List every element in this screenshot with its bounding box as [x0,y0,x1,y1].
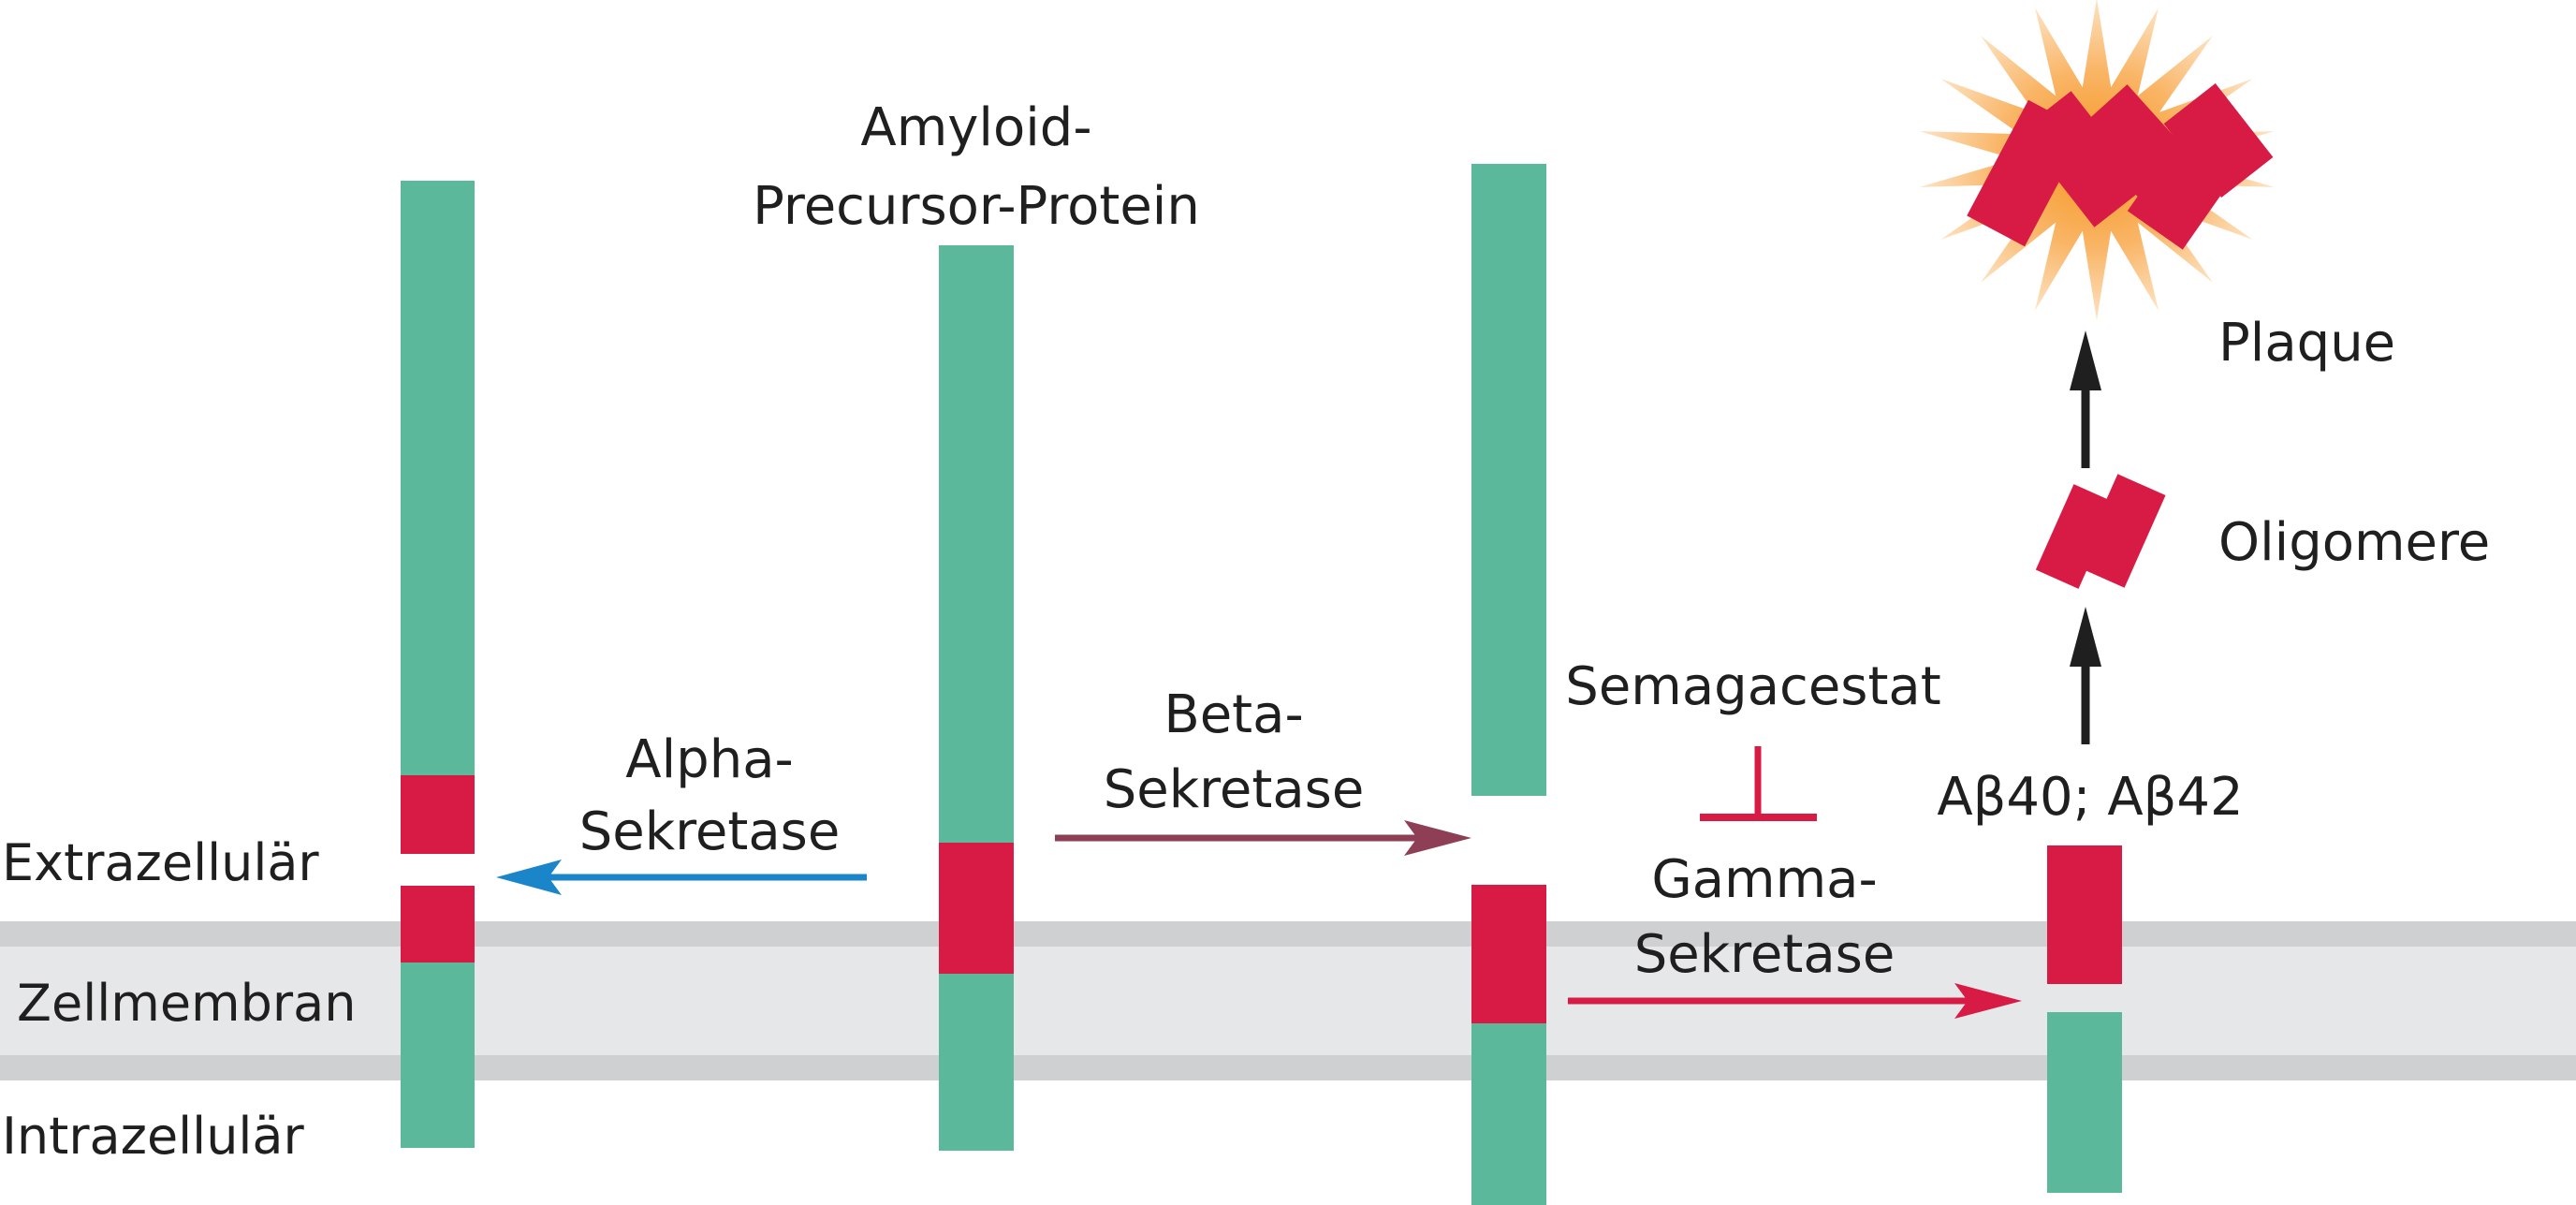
oligomer-block [2076,474,2166,588]
protein-segment [1471,1023,1546,1205]
extracellular-label: Extrazellulär [2,833,319,892]
arrow-head [496,860,562,895]
semagacestat-label: Semagacestat [1565,656,1940,717]
membrane-outer-edge [0,921,2576,947]
oligomers-label: Oligomere [2218,512,2490,573]
protein-segment [401,181,475,775]
protein-segment [939,245,1014,843]
arrow-head [1954,983,2022,1019]
beta-secretase-line1: Beta- [1164,684,1303,745]
protein-segment [939,974,1014,1151]
abeta-domain-segment [939,843,1014,974]
beta-cleaved-protein [1471,164,1546,1205]
protein-segment [401,963,475,1148]
arrow-head [2070,331,2101,390]
abeta-domain-segment [1471,885,1546,1023]
alpha-secretase-arrow [496,860,867,895]
plaque-block [2163,83,2274,198]
beta-secretase-arrow [1055,820,1471,856]
inhibition-symbol [1700,746,1817,821]
aggregation-arrow-to-oligomers [2070,607,2101,744]
plaque-label: Plaque [2218,313,2395,374]
alpha-secretase-line1: Alpha- [625,729,793,790]
abeta-fragment-segment [401,886,475,963]
beta-secretase-line2: Sekretase [1104,759,1365,820]
intracellular-label: Intrazellulär [2,1107,305,1166]
gamma-cleaved-protein [2047,845,2122,1193]
protein-segment [2047,1012,2122,1193]
plaque-burst [1919,0,2275,320]
oligomer-shape [2035,474,2166,589]
gamma-secretase-arrow [1568,983,2022,1019]
abeta-label: Aβ40; Aβ42 [1937,767,2243,828]
gamma-secretase-line2: Sekretase [1634,924,1895,985]
aggregation-arrow-to-plaque [2070,331,2101,468]
arrow-head [2070,607,2101,667]
gamma-secretase-line1: Gamma- [1651,849,1877,910]
oligomer-block [2035,484,2117,589]
abeta-fragment-segment [401,775,475,854]
app-title-line1: Amyloid- [860,97,1091,158]
abeta-peptide [2047,845,2122,984]
cell-membrane [0,921,2576,1080]
plaque-block [2019,91,2146,228]
alpha-secretase-line2: Sekretase [579,801,841,862]
amyloid-precursor-protein [939,245,1014,1151]
membrane-label: Zellmembran [17,974,356,1033]
app-title-line2: Precursor-Protein [753,176,1200,237]
arrow-head [1404,820,1471,856]
alpha-cleaved-protein [401,181,475,1148]
protein-segment [1471,164,1546,796]
membrane-inner-edge [0,1055,2576,1080]
